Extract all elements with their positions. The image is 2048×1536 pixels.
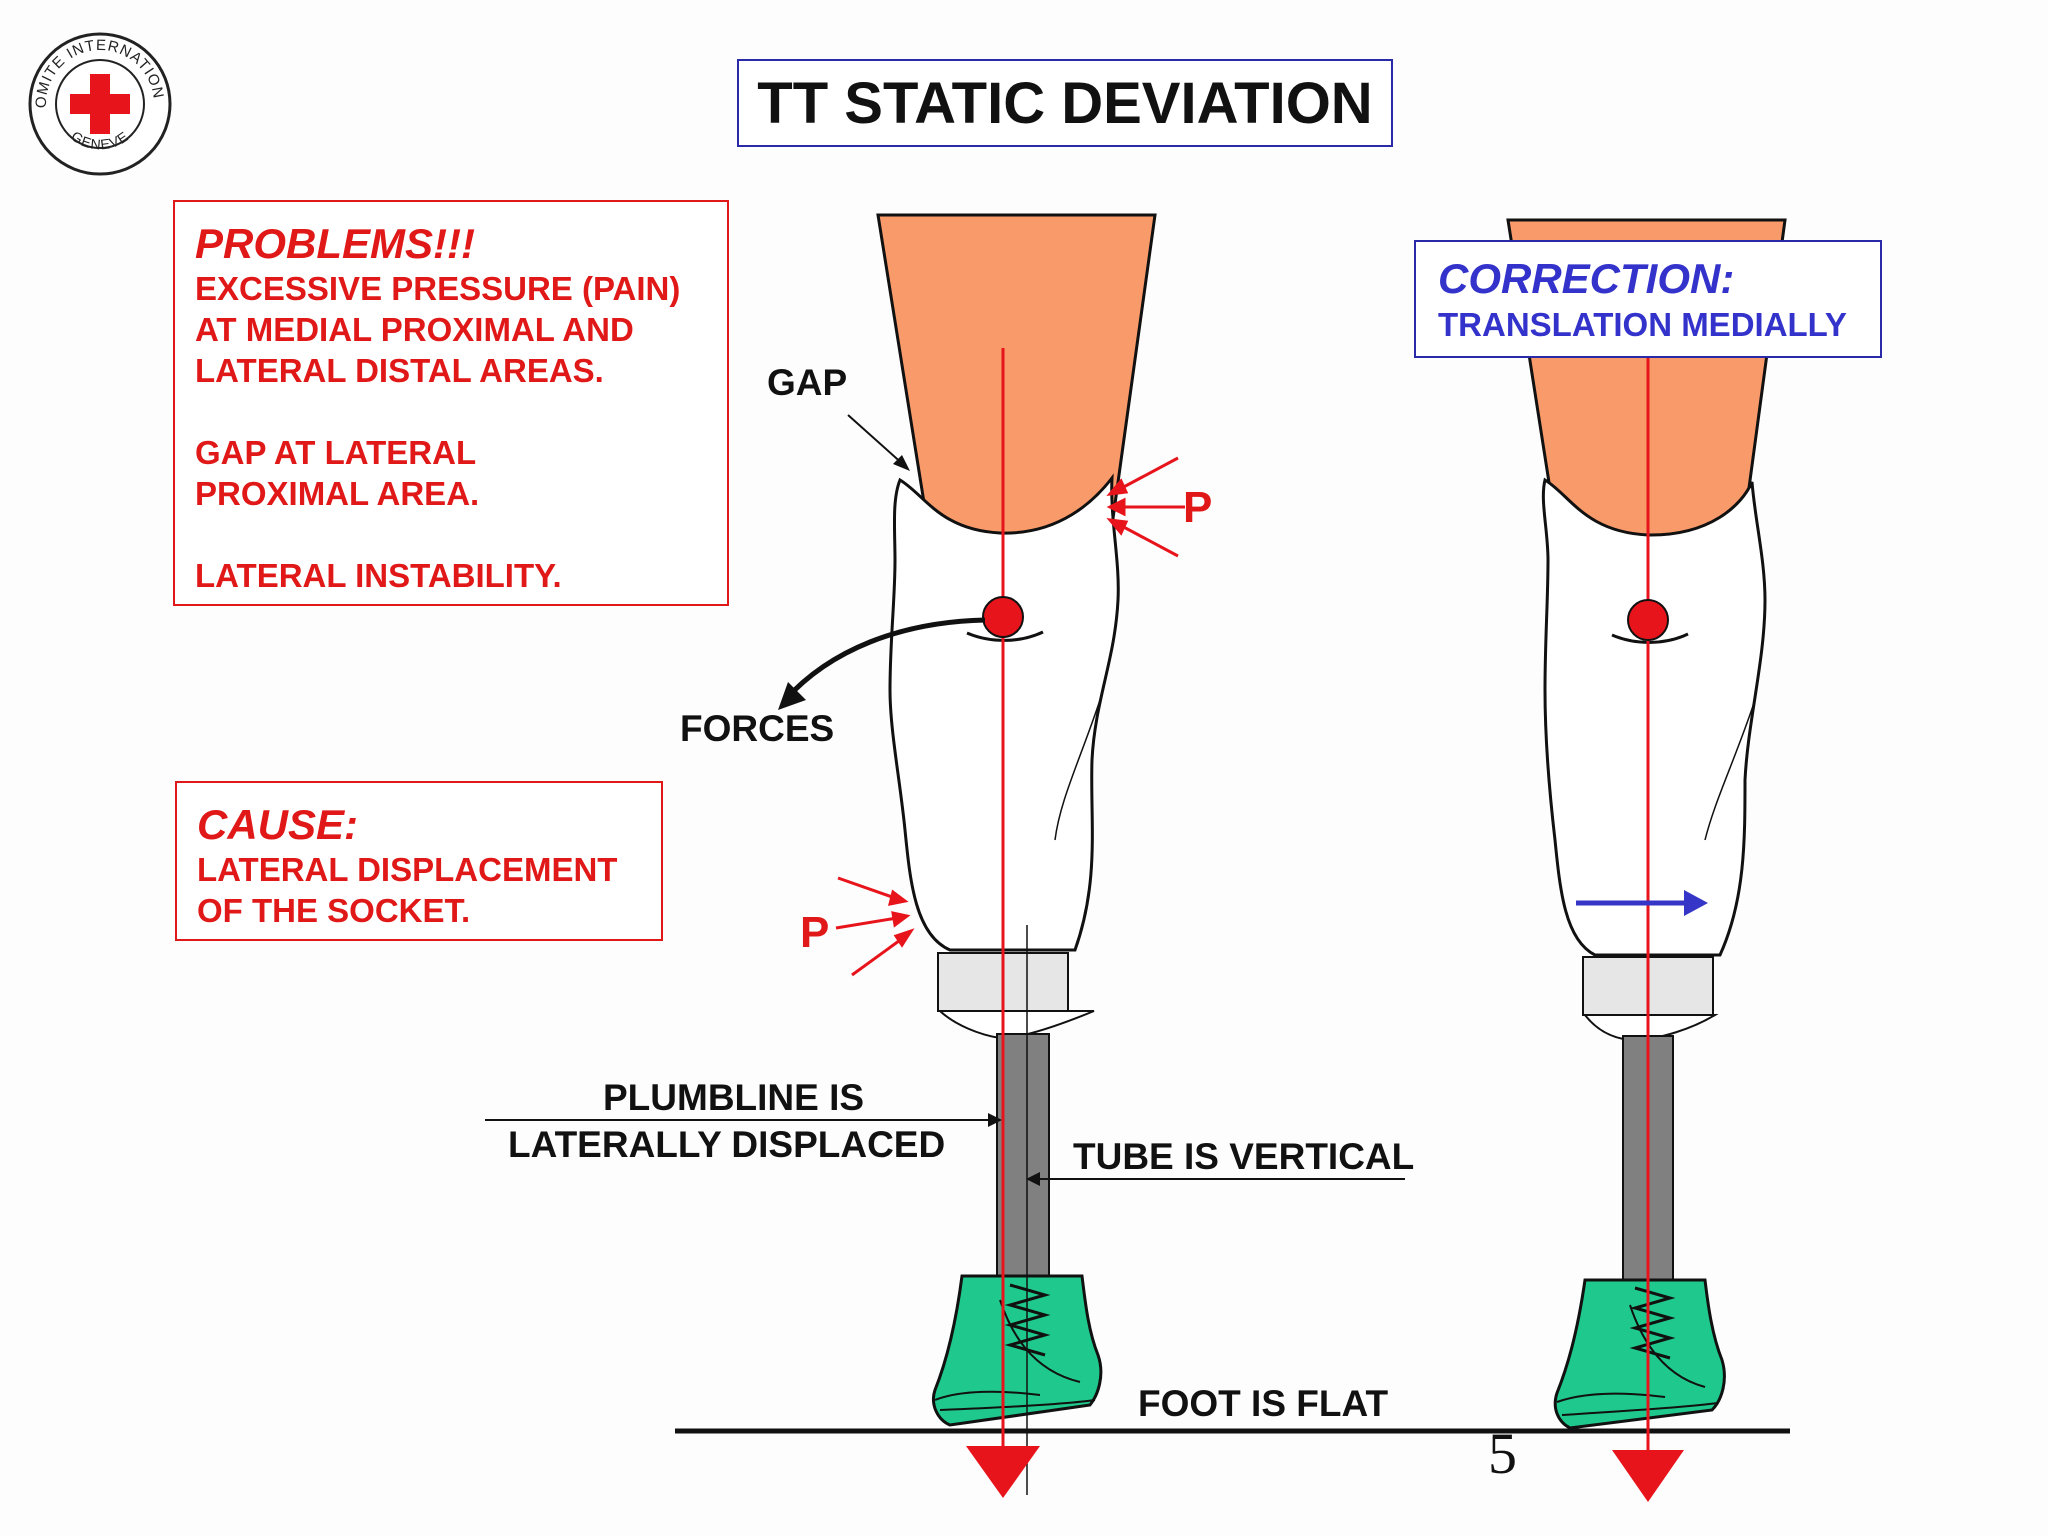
gap-pointer — [847, 414, 906, 467]
right-socket — [1541, 477, 1767, 957]
page-number: 5 — [1488, 1421, 1517, 1486]
problems-box: PROBLEMS!!! EXCESSIVE PRESSURE (PAIN) AT… — [173, 200, 729, 606]
right-plumbline — [1612, 355, 1684, 1502]
left-pylon-tube — [996, 1033, 1050, 1280]
right-shoe — [1553, 1278, 1726, 1430]
cause-line-1: LATERAL DISPLACEMENT — [197, 851, 618, 888]
left-plumbline — [966, 348, 1040, 1498]
problems-line-8: LATERAL INSTABILITY. — [195, 557, 562, 594]
left-knee-center-dot — [982, 596, 1024, 638]
problems-line-6: PROXIMAL AREA. — [195, 475, 480, 512]
icrc-logo: COMITE INTERNATIONAL GENEVE — [26, 30, 172, 176]
pressure-arrows-bottom — [835, 876, 915, 977]
left-leg — [876, 213, 1157, 1495]
title-box: TT STATIC DEVIATION — [737, 59, 1393, 147]
correction-heading: CORRECTION: — [1438, 255, 1735, 302]
pressure-label-top: P — [1183, 483, 1213, 532]
problems-line-3: LATERAL DISTAL AREAS. — [195, 352, 604, 389]
cause-line-2: OF THE SOCKET. — [197, 892, 471, 929]
foot-label: FOOT IS FLAT — [1138, 1383, 1389, 1424]
gap-label: GAP — [767, 362, 848, 403]
left-shoe — [932, 1274, 1103, 1427]
problems-line-5: GAP AT LATERAL — [195, 434, 477, 471]
cause-heading: CAUSE: — [197, 801, 359, 848]
forces-label: FORCES — [680, 708, 835, 749]
correction-arrow — [1576, 890, 1708, 916]
right-plumbline-arrowhead — [1612, 1450, 1684, 1502]
plumbline-label-1: PLUMBLINE IS — [603, 1077, 865, 1118]
problems-heading: PROBLEMS!!! — [195, 220, 475, 267]
problems-line-2: AT MEDIAL PROXIMAL AND — [195, 311, 634, 348]
pressure-arrows-top — [1106, 456, 1185, 558]
page-title: TT STATIC DEVIATION — [757, 70, 1373, 136]
right-knee-center-dot — [1627, 599, 1669, 641]
plumbline-label-2: LATERALLY DISPLACED — [508, 1124, 946, 1165]
left-plumbline-arrowhead — [966, 1446, 1040, 1498]
pressure-label-bottom: P — [800, 908, 830, 957]
correction-box: CORRECTION: TRANSLATION MEDIALLY — [1414, 240, 1882, 358]
cause-box: CAUSE: LATERAL DISPLACEMENT OF THE SOCKE… — [175, 781, 663, 941]
tube-label: TUBE IS VERTICAL — [1073, 1136, 1415, 1177]
correction-line: TRANSLATION MEDIALLY — [1438, 306, 1847, 343]
forces-arrow — [783, 617, 986, 702]
problems-line-1: EXCESSIVE PRESSURE (PAIN) — [195, 270, 681, 307]
